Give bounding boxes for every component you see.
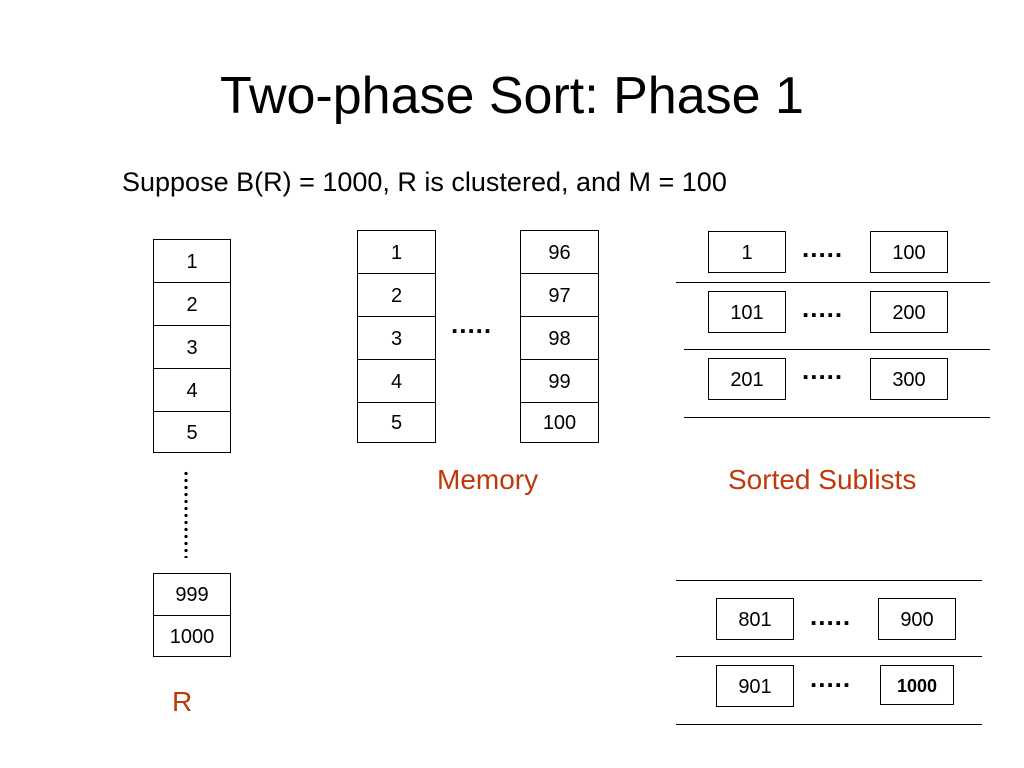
sublist-ellipsis: ..... — [802, 233, 844, 263]
sublist-start-block: 901 — [716, 665, 794, 707]
memory-ellipsis: ..... — [451, 309, 493, 339]
relation-block: 1 — [153, 239, 231, 283]
sublist-ellipsis: ..... — [802, 355, 844, 385]
relation-block: 1000 — [153, 615, 231, 657]
relation-block: 5 — [153, 411, 231, 453]
sublist-end-block: 900 — [878, 598, 956, 640]
sublist-divider — [684, 349, 990, 350]
sublist-divider — [676, 724, 982, 725]
memory-block: 2 — [357, 273, 436, 317]
sublist-divider — [676, 282, 990, 283]
memory-block: 4 — [357, 359, 436, 403]
page-title: Two-phase Sort: Phase 1 — [220, 67, 804, 125]
sublist-ellipsis: ..... — [810, 601, 852, 631]
sublist-ellipsis: ..... — [802, 293, 844, 323]
sublist-start-block: 101 — [708, 291, 786, 333]
memory-block: 99 — [520, 359, 599, 403]
sublist-ellipsis: ..... — [810, 663, 852, 693]
sublist-divider — [684, 417, 990, 418]
memory-block: 98 — [520, 316, 599, 360]
relation-block: 2 — [153, 282, 231, 326]
memory-block: 3 — [357, 316, 436, 360]
relation-block: 999 — [153, 573, 231, 616]
sublist-end-block: 200 — [870, 291, 948, 333]
memory-block: 5 — [357, 402, 436, 443]
relation-label: R — [172, 686, 193, 717]
sublist-end-block: 300 — [870, 358, 948, 400]
sublist-start-block: 1 — [708, 231, 786, 273]
sublists-label: Sorted Sublists — [728, 464, 917, 495]
vertical-ellipsis — [184, 470, 188, 558]
memory-label: Memory — [437, 464, 539, 495]
sublist-end-block: 1000 — [880, 665, 954, 705]
sublist-end-block: 100 — [870, 231, 948, 273]
memory-block: 1 — [357, 230, 436, 274]
sublist-divider — [676, 580, 982, 581]
memory-block: 96 — [520, 230, 599, 274]
relation-block: 4 — [153, 368, 231, 412]
sublist-start-block: 201 — [708, 358, 786, 400]
relation-block: 3 — [153, 325, 231, 369]
memory-block: 100 — [520, 402, 599, 443]
memory-block: 97 — [520, 273, 599, 317]
sublist-start-block: 801 — [716, 598, 794, 640]
sublist-divider — [676, 656, 982, 657]
subtitle: Suppose B(R) = 1000, R is clustered, and… — [122, 167, 727, 197]
